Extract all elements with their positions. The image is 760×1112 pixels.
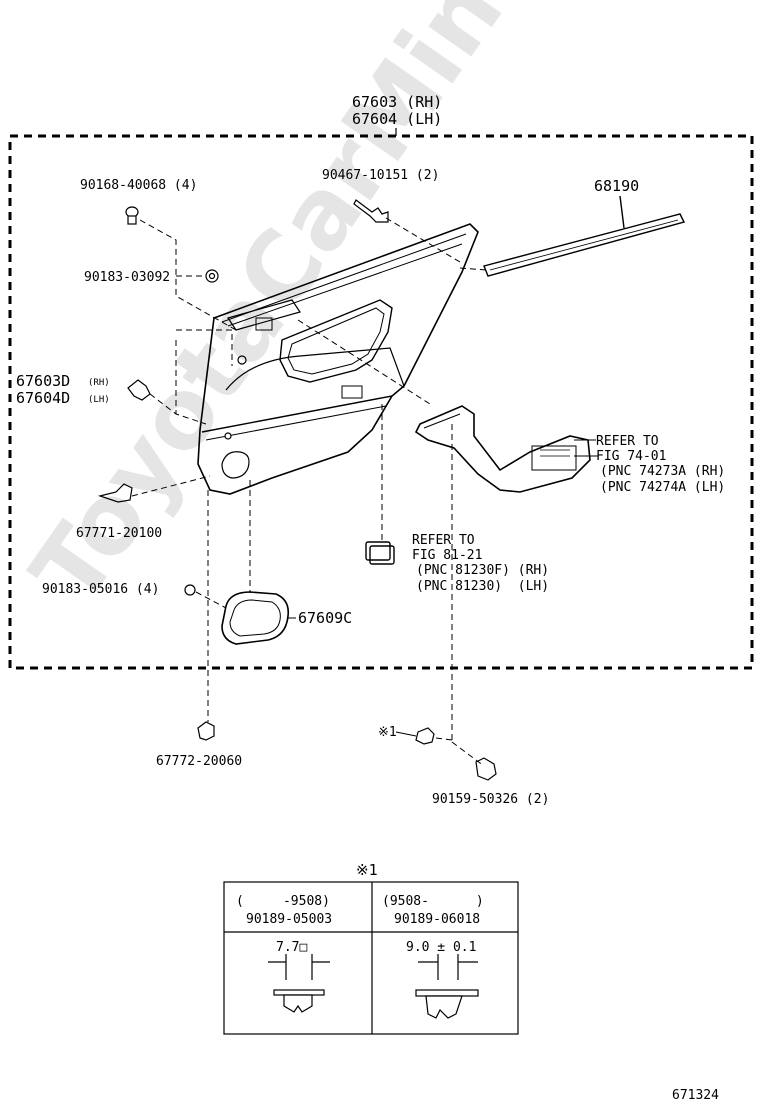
label-note-ref: ※1 xyxy=(378,725,397,740)
door-trim-panel xyxy=(197,223,479,495)
leader-lines xyxy=(131,217,487,767)
label-panel-lh: 67604 (LH) xyxy=(352,110,443,128)
label-clip-67604d: 67604D xyxy=(16,389,71,407)
label-knob-67771: 67771-20100 xyxy=(76,526,163,541)
label-washer-03092: 90183-03092 xyxy=(84,270,171,285)
table-col1-part: 90189-05003 xyxy=(246,912,333,927)
cover-67609c xyxy=(221,591,290,645)
label-weatherstrip: 68190 xyxy=(594,177,640,195)
figure-number: 671324 xyxy=(672,1088,719,1103)
switch-part xyxy=(365,541,395,565)
table-clip-right xyxy=(415,954,479,1019)
weatherstrip-68190 xyxy=(483,195,686,277)
label-refer-81-lh: (PNC 81230) (LH) xyxy=(416,579,550,594)
label-clip-90168: 90168-40068 (4) xyxy=(80,178,198,193)
label-refer-74-rh: (PNC 74273A (RH) xyxy=(600,464,726,479)
table-col2-part: 90189-06018 xyxy=(394,912,481,927)
label-clip-90467: 90467-10151 (2) xyxy=(322,168,440,183)
label-clip-67603d-side: (RH) xyxy=(88,378,110,388)
table-col2-dim: 9.0 ± 0.1 xyxy=(406,940,477,955)
label-washer-05016: 90183-05016 (4) xyxy=(42,582,160,597)
label-clip-67603d: 67603D xyxy=(16,372,71,390)
label-clip-67604d-side: (LH) xyxy=(88,395,110,405)
spec-table xyxy=(223,881,519,1035)
label-refer-74-lh: (PNC 74274A (LH) xyxy=(600,480,726,495)
solid-leaders xyxy=(288,439,598,737)
label-clip-67772: 67772-20060 xyxy=(156,754,243,769)
label-refer-81-title: REFER TO xyxy=(412,533,475,548)
label-refer-74-title: REFER TO xyxy=(596,434,659,449)
label-panel-rh: 67603 (RH) xyxy=(352,93,443,111)
label-screw-90159: 90159-50326 (2) xyxy=(432,792,550,807)
fasteners xyxy=(97,199,497,781)
label-cover-67609c: 67609C xyxy=(298,609,353,627)
table-clip-left xyxy=(268,954,330,1013)
assembly-boundary xyxy=(8,134,754,670)
table-title: ※1 xyxy=(356,861,378,879)
table-col2-range: (9508- ) xyxy=(382,894,484,909)
armrest-base xyxy=(414,405,591,493)
label-refer-81-fig: FIG 81-21 xyxy=(412,548,483,563)
label-refer-74-fig: FIG 74-01 xyxy=(596,449,667,464)
table-col1-dim: 7.7□ xyxy=(276,940,308,955)
label-refer-81-rh: (PNC 81230F) (RH) xyxy=(416,563,550,578)
table-col1-range: ( -9508) xyxy=(236,894,330,909)
